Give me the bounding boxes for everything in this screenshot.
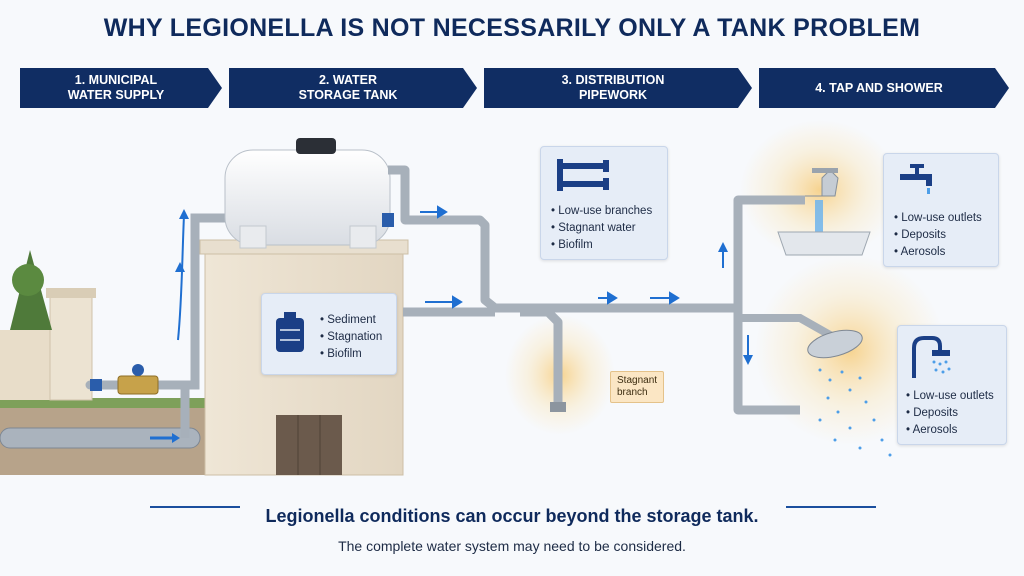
flow-arrow-head <box>743 355 753 365</box>
shower-head <box>807 329 863 359</box>
step-municipal-supply: 1. MUNICIPAL WATER SUPPLY <box>20 68 222 108</box>
tank-foot <box>239 225 267 249</box>
risk-item: Low-use outlets <box>906 388 994 405</box>
valve <box>117 375 159 395</box>
flow-arrow-head <box>718 242 728 252</box>
divider-left <box>150 506 240 508</box>
tap-icon <box>900 164 932 194</box>
step-label: 1. MUNICIPAL WATER SUPPLY <box>67 73 165 102</box>
risk-item: Sediment <box>320 312 382 329</box>
tap-handle <box>812 168 838 173</box>
step-label: 2. WATER STORAGE TANK <box>298 73 398 102</box>
flow-arrow <box>177 214 185 341</box>
risk-item: Stagnation <box>320 329 382 346</box>
risk-item: Biofilm <box>320 346 382 363</box>
stagnant-branch-pipe <box>520 307 563 405</box>
flow-arrows <box>420 205 680 309</box>
valve-handle <box>132 364 144 376</box>
pipe-fitting <box>90 379 102 391</box>
risk-item: Aerosols <box>906 422 994 439</box>
step-distribution-pipework: 3. DISTRIBUTION PIPEWORK <box>484 68 752 108</box>
shower-arm-pipe <box>736 314 834 339</box>
tank-outlet-pipe <box>388 165 740 313</box>
basin <box>777 231 871 256</box>
conclusion-text: Legionella conditions can occur beyond t… <box>265 506 759 526</box>
grass <box>0 398 210 408</box>
water-stream <box>815 200 823 234</box>
shower-risk-callout: Low-use outlets Deposits Aerosols <box>897 325 1007 445</box>
garden-wall <box>0 330 55 400</box>
shower-branch-pipe <box>733 308 800 415</box>
pipe-manifold-icon <box>557 159 609 191</box>
pipe-end-cap <box>550 402 566 412</box>
tank-icon <box>276 312 304 352</box>
step-label: 4. TAP AND SHOWER <box>815 80 943 95</box>
pillar-cap <box>46 288 96 298</box>
flow-arrow-head <box>179 209 189 219</box>
shower-spray <box>818 368 892 457</box>
risk-item: Aerosols <box>894 244 982 261</box>
tap-risk-callout: Low-use outlets Deposits Aerosols <box>883 153 999 267</box>
system-illustration <box>0 120 945 476</box>
tank-lid <box>296 138 336 154</box>
subtext: The complete water system may need to be… <box>338 538 686 554</box>
risk-item: Stagnant water <box>551 220 652 237</box>
risk-item: Deposits <box>894 227 982 244</box>
step-tap-and-shower: 4. TAP AND SHOWER <box>759 68 1009 108</box>
risk-item: Biofilm <box>551 237 652 254</box>
tap-spout <box>805 169 839 197</box>
shower-icon <box>912 336 951 378</box>
vent-louvre <box>276 415 342 475</box>
outlet-fitting <box>382 213 394 227</box>
risk-item: Deposits <box>906 405 994 422</box>
divider-right <box>786 506 876 508</box>
tank-risk-callout: Sediment Stagnation Biofilm <box>261 293 397 375</box>
page-title: WHY LEGIONELLA IS NOT NECESSARILY ONLY A… <box>103 14 921 42</box>
underground-main-pipe <box>0 427 201 449</box>
tap-riser-pipe <box>733 195 805 308</box>
pipework-risk-callout: Low-use branches Stagnant water Biofilm <box>540 146 668 260</box>
tree-foliage <box>12 264 44 296</box>
risk-item: Low-use branches <box>551 203 652 220</box>
tap-glow <box>740 120 900 260</box>
risk-item: Low-use outlets <box>894 210 982 227</box>
flow-arrow-head <box>172 433 180 443</box>
tank-foot <box>349 225 377 249</box>
step-label: 3. DISTRIBUTION PIPEWORK <box>561 73 665 102</box>
flow-arrow-head <box>175 262 185 272</box>
stagnant-branch-label: Stagnant branch <box>610 371 665 403</box>
step-storage-tank: 2. WATER STORAGE TANK <box>229 68 477 108</box>
